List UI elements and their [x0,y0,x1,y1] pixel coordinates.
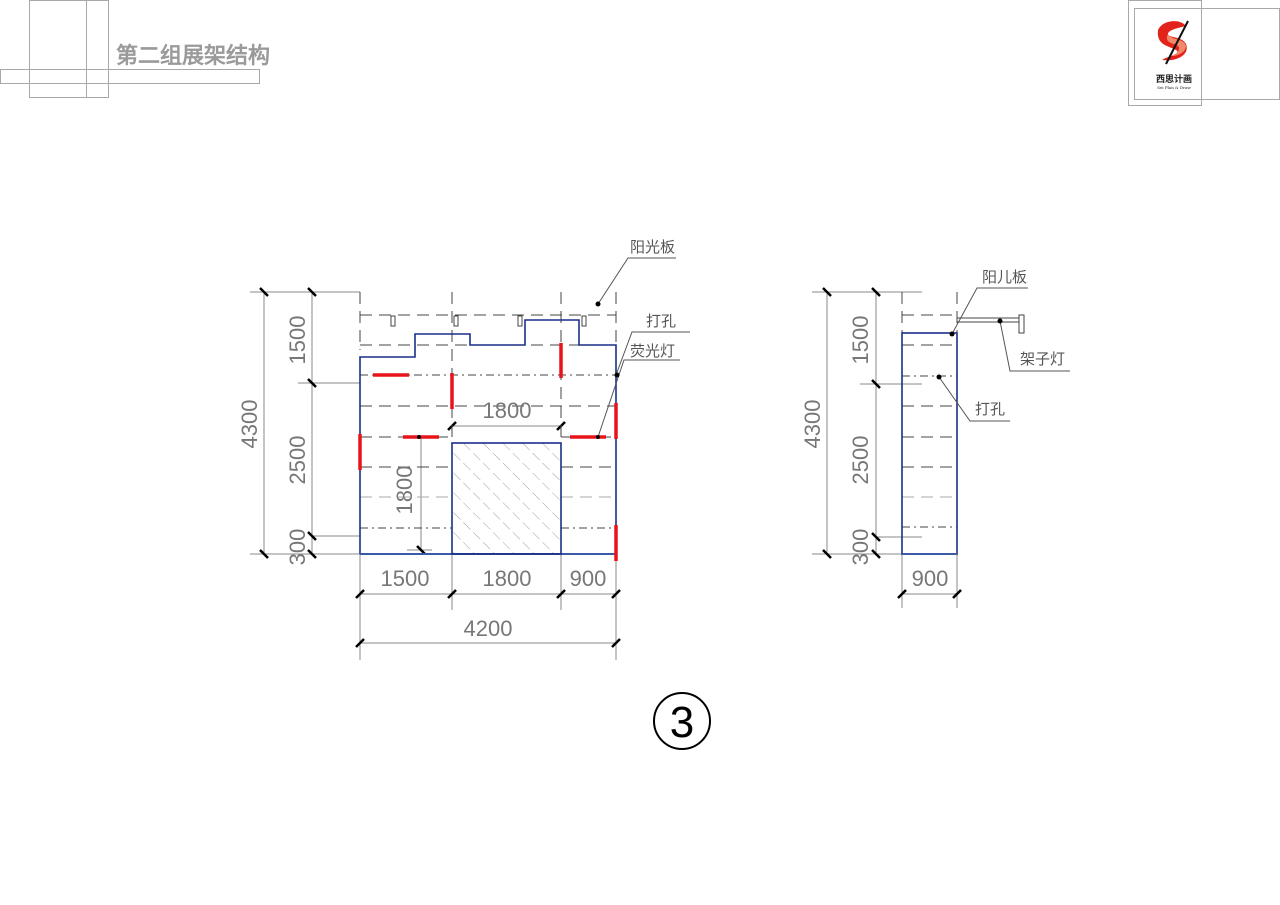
dim-front-width-right: 900 [570,566,607,591]
label-rack-light: 架子灯 [1020,350,1065,368]
dim-front-top: 1500 [285,316,310,365]
side-frame-outline [901,332,958,555]
figure-number: 3 [670,698,694,747]
dim-side-middle: 2500 [848,436,873,485]
dim-front-bottom: 300 [285,529,310,566]
dim-front-width-left: 1500 [381,566,430,591]
dim-side-width: 900 [912,566,949,591]
dim-front-middle: 2500 [285,436,310,485]
label-side-polycarbonate-panel: 阳儿板 [982,268,1027,286]
logo-text-cn: 西思计画 [1155,75,1192,85]
label-drill-hole: 打孔 [646,312,676,330]
logo-text-en: Sei Plan & Draw [1157,85,1191,90]
label-polycarbonate-panel: 阳光板 [630,238,675,256]
bolt-icons [390,315,587,327]
dim-side-bottom: 300 [848,529,873,566]
dim-front-total-height: 4300 [237,400,262,449]
dim-front-opening-height: 1800 [392,466,417,515]
dim-side-total-height: 4300 [800,400,825,449]
figure-number-badge: 3 [653,692,711,750]
logo-mark [1148,16,1200,72]
front-view: 1500 2500 300 4300 1800 1800 1500 1800 9… [237,238,690,660]
dim-side-top: 1500 [848,316,873,365]
label-side-drill-hole: 打孔 [975,400,1005,418]
logo-frame-outer [1128,0,1202,106]
dim-front-width-middle: 1800 [483,566,532,591]
front-frame-outline [359,319,617,554]
page-title: 第二组展架结构 [116,43,271,69]
header-frame-horizontal [0,69,260,84]
logo-brush-icon [1157,20,1189,65]
display-opening [451,442,562,555]
rack-light-icon [956,314,1025,334]
side-view: 1500 2500 300 4300 900 阳儿板 架子灯 打孔 [800,268,1070,608]
dim-front-total-width: 4200 [464,616,513,641]
label-fluorescent-light: 荧光灯 [630,342,675,360]
dim-front-opening-width: 1800 [483,398,532,423]
header-frame-vertical-inner [86,0,109,98]
